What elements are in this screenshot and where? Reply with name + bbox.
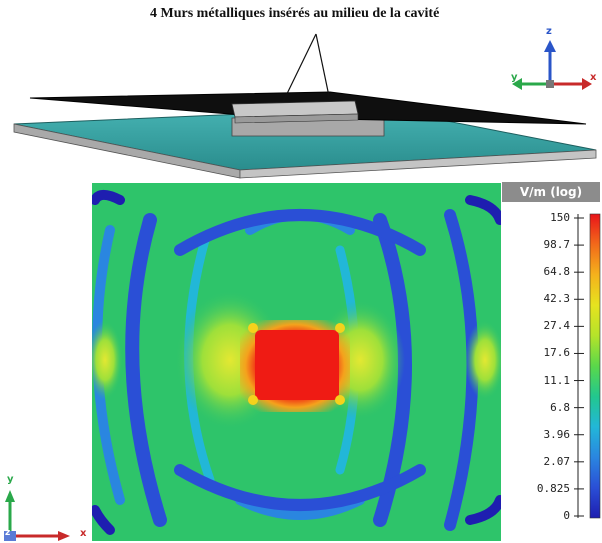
z-axis-marker xyxy=(4,531,16,541)
substrate-front-face xyxy=(239,149,597,179)
axis-triad-bottom xyxy=(4,490,70,541)
triad-origin xyxy=(546,80,554,88)
legend-tick-label: 2.07 xyxy=(543,454,571,468)
x-arrowhead-icon xyxy=(58,531,70,541)
z-arrowhead-icon xyxy=(544,40,556,52)
legend-tick-label: 0 xyxy=(563,509,570,522)
legend-tick-label: 150 xyxy=(550,211,570,224)
legend-tick-label: 11.1 xyxy=(543,373,571,387)
pointer-line-right xyxy=(315,33,331,102)
pointer-line-left xyxy=(282,33,317,103)
glow-edge-left xyxy=(92,320,123,400)
axis-triad-top xyxy=(512,40,592,90)
legend-tick-label: 0.825 xyxy=(536,481,570,495)
legend-tick-label: 3.96 xyxy=(543,427,571,441)
cavity-hotspot xyxy=(255,330,339,400)
axis-label-z-bottom: z xyxy=(5,528,11,538)
figure-caption: 4 Murs métalliques insérés au milieu de … xyxy=(150,6,440,21)
glow-edge-right xyxy=(465,320,501,400)
y-arrowhead-icon xyxy=(5,490,15,502)
x-arrowhead-icon xyxy=(582,78,592,90)
axis-label-z-top: z xyxy=(546,26,552,37)
antenna-3d-view xyxy=(13,33,597,179)
axis-label-x-bottom: x xyxy=(80,528,87,539)
y-arrowhead-icon xyxy=(512,78,522,90)
legend-tick-label: 17.6 xyxy=(543,346,571,360)
legend-tick-label: 27.4 xyxy=(543,319,571,333)
legend-colorbar xyxy=(589,213,601,519)
legend-ticks xyxy=(574,217,584,517)
cavity-box-side xyxy=(234,113,359,124)
legend-tick-label: 64.8 xyxy=(543,265,571,279)
axis-label-y-bottom: y xyxy=(7,474,14,485)
wall-corner-bl xyxy=(248,395,258,405)
legend-tick-label: 42.3 xyxy=(543,292,571,306)
wall-corner-tl xyxy=(248,323,258,333)
field-map xyxy=(92,183,501,541)
wall-corner-br xyxy=(335,395,345,405)
legend-title: V/m (log) xyxy=(502,182,600,202)
wall-corner-tr xyxy=(335,323,345,333)
axis-label-y-top: y xyxy=(511,72,518,83)
axis-label-x-top: x xyxy=(590,72,597,83)
legend-tick-label: 6.8 xyxy=(550,400,570,414)
legend-tick-label: 98.7 xyxy=(543,238,571,252)
